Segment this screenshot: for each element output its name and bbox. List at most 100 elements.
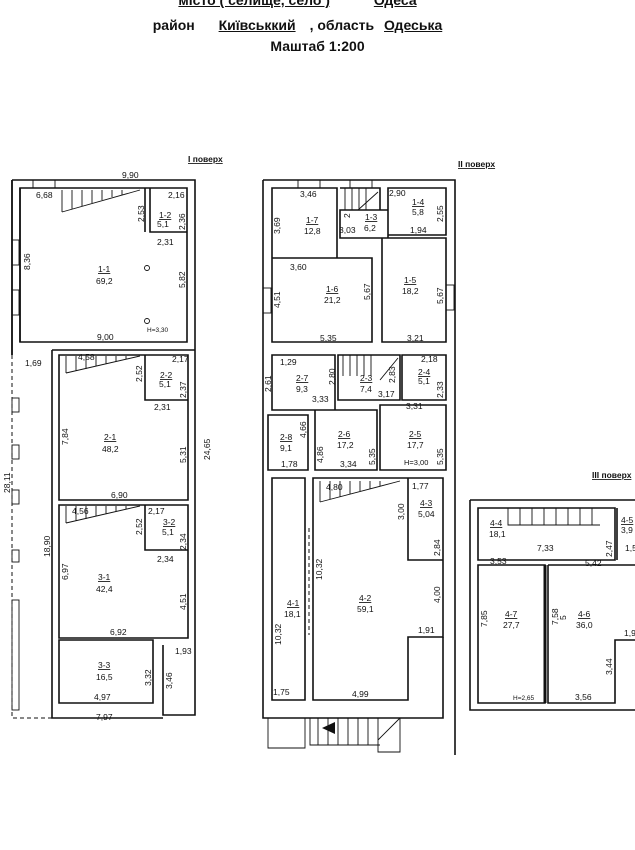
dimension: 1,91 (418, 625, 435, 635)
dimension: 9,90 (122, 170, 139, 180)
dimension: 7,84 (60, 428, 70, 445)
city-label: місто ( селище, село ) (178, 0, 330, 8)
room-area: 5,1 (162, 527, 174, 537)
room-area: 5,1 (418, 376, 430, 386)
room-area: 16,5 (96, 672, 113, 682)
dimension: 5,35 (367, 448, 377, 465)
floor-2-title: II поверх (458, 159, 495, 169)
dimension: 7,85 (479, 610, 489, 627)
dimension: 4,86 (315, 446, 325, 463)
room-id: 2-1 (104, 432, 117, 442)
dimension: 3,46 (300, 189, 317, 199)
room-id: 4-1 (287, 598, 300, 608)
dimension: 4,56 (72, 506, 89, 516)
room-id: 1-5 (404, 275, 417, 285)
room-id: 2-4 (418, 367, 431, 377)
dimension: 1,69 (25, 358, 42, 368)
dimension: 5,35 (435, 448, 445, 465)
dimension: 2,52 (134, 518, 144, 535)
dimension: 3,32 (143, 669, 153, 686)
room-id: 1-7 (306, 215, 319, 225)
dimension: 6,92 (110, 627, 127, 637)
dimension: 24,65 (202, 438, 212, 460)
dimension: 4,51 (272, 291, 282, 308)
room-id: 3-3 (98, 660, 111, 670)
dimension: 18,90 (42, 535, 52, 557)
dimension: 2,33 (435, 381, 445, 398)
dimension: 4,51 (178, 593, 188, 610)
room-id: 4-7 (505, 609, 518, 619)
room-area: 7,4 (360, 384, 372, 394)
dimension: 2,18 (421, 354, 438, 364)
dimension: 3,53 (490, 556, 507, 566)
dimension: 2,55 (435, 205, 445, 222)
dimension: 3,44 (604, 658, 614, 675)
room-id: 4-2 (359, 593, 372, 603)
room-id: 4-4 (490, 518, 503, 528)
dimension: 9,00 (97, 332, 114, 342)
dimension: 1,78 (281, 459, 298, 469)
dimension: 28,11 (2, 472, 12, 493)
dimension: 6,97 (60, 563, 70, 580)
entrance-arrow-icon (322, 722, 335, 734)
dimension: 5,42 (585, 558, 602, 568)
dimension: 10,32 (314, 558, 324, 580)
room-area: 12,8 (304, 226, 321, 236)
floor-2: II поверх 3,46 2,90 1-4 5,8 2,55 3,69 2 … (262, 159, 495, 755)
dimension: 5 (558, 615, 568, 620)
dimension: 3,46 (164, 672, 174, 689)
floor-1: I поверх 9,90 6,68 2,16 2,53 2,36 8,36 2… (2, 154, 223, 722)
room-area: 5,1 (157, 219, 169, 229)
dimension: 3,21 (407, 333, 424, 343)
room-area: 5,04 (418, 509, 435, 519)
scale-label: Маштаб 1:200 (270, 38, 365, 54)
dimension: 4,00 (432, 586, 442, 603)
room-area: 36,0 (576, 620, 593, 630)
dimension: 2,83 (387, 366, 397, 383)
dimension: 7,97 (96, 712, 113, 722)
room-area: 3,9 (621, 525, 633, 535)
dimension: 1,9 (624, 628, 635, 638)
dimension: 5,35 (320, 333, 337, 343)
dimension: 7,33 (537, 543, 554, 553)
room-id: 4-5 (621, 515, 634, 525)
dimension: 5,67 (435, 287, 445, 304)
dimension: 2,34 (178, 533, 188, 550)
room-area: 18,2 (402, 286, 419, 296)
room-area: 27,7 (503, 620, 520, 630)
dimension: 2,31 (157, 237, 174, 247)
room-id: 1-6 (326, 284, 339, 294)
dimension: 8,36 (22, 253, 32, 270)
dimension: 2,52 (134, 365, 144, 382)
room-area: 5,8 (412, 207, 424, 217)
room-id: 2-2 (160, 370, 173, 380)
dimension: 3,00 (396, 503, 406, 520)
room-area: 18,1 (284, 609, 301, 619)
room-area: 59,1 (357, 604, 374, 614)
room-id: 1-4 (412, 197, 425, 207)
dimension: 3,56 (575, 692, 592, 702)
dimension: 2,61 (263, 375, 273, 392)
dimension: 1,29 (280, 357, 297, 367)
dimension: 2,90 (389, 188, 406, 198)
room-id: 2-7 (296, 373, 309, 383)
dimension: 2,17 (172, 354, 189, 364)
dimension: 2,84 (432, 539, 442, 556)
floor-3-title: III поверх (592, 470, 632, 480)
dimension: 2 (342, 213, 352, 218)
room-area: 18,1 (489, 529, 506, 539)
dimension: 4,66 (298, 421, 308, 438)
room-id: 3-1 (98, 572, 111, 582)
dimension: 2,53 (136, 205, 146, 222)
room-area: 48,2 (102, 444, 119, 454)
room-area: 9,3 (296, 384, 308, 394)
region-label: , область (309, 17, 375, 33)
room-area: 17,7 (407, 440, 424, 450)
room-id: 2-5 (409, 429, 422, 439)
room-id: 3-2 (163, 517, 176, 527)
floor-1-title: I поверх (188, 154, 223, 164)
dimension: 2,17 (148, 506, 165, 516)
room-area: 21,2 (324, 295, 341, 305)
dimension: 6,90 (111, 490, 128, 500)
district-value: Київськкий (218, 17, 296, 33)
